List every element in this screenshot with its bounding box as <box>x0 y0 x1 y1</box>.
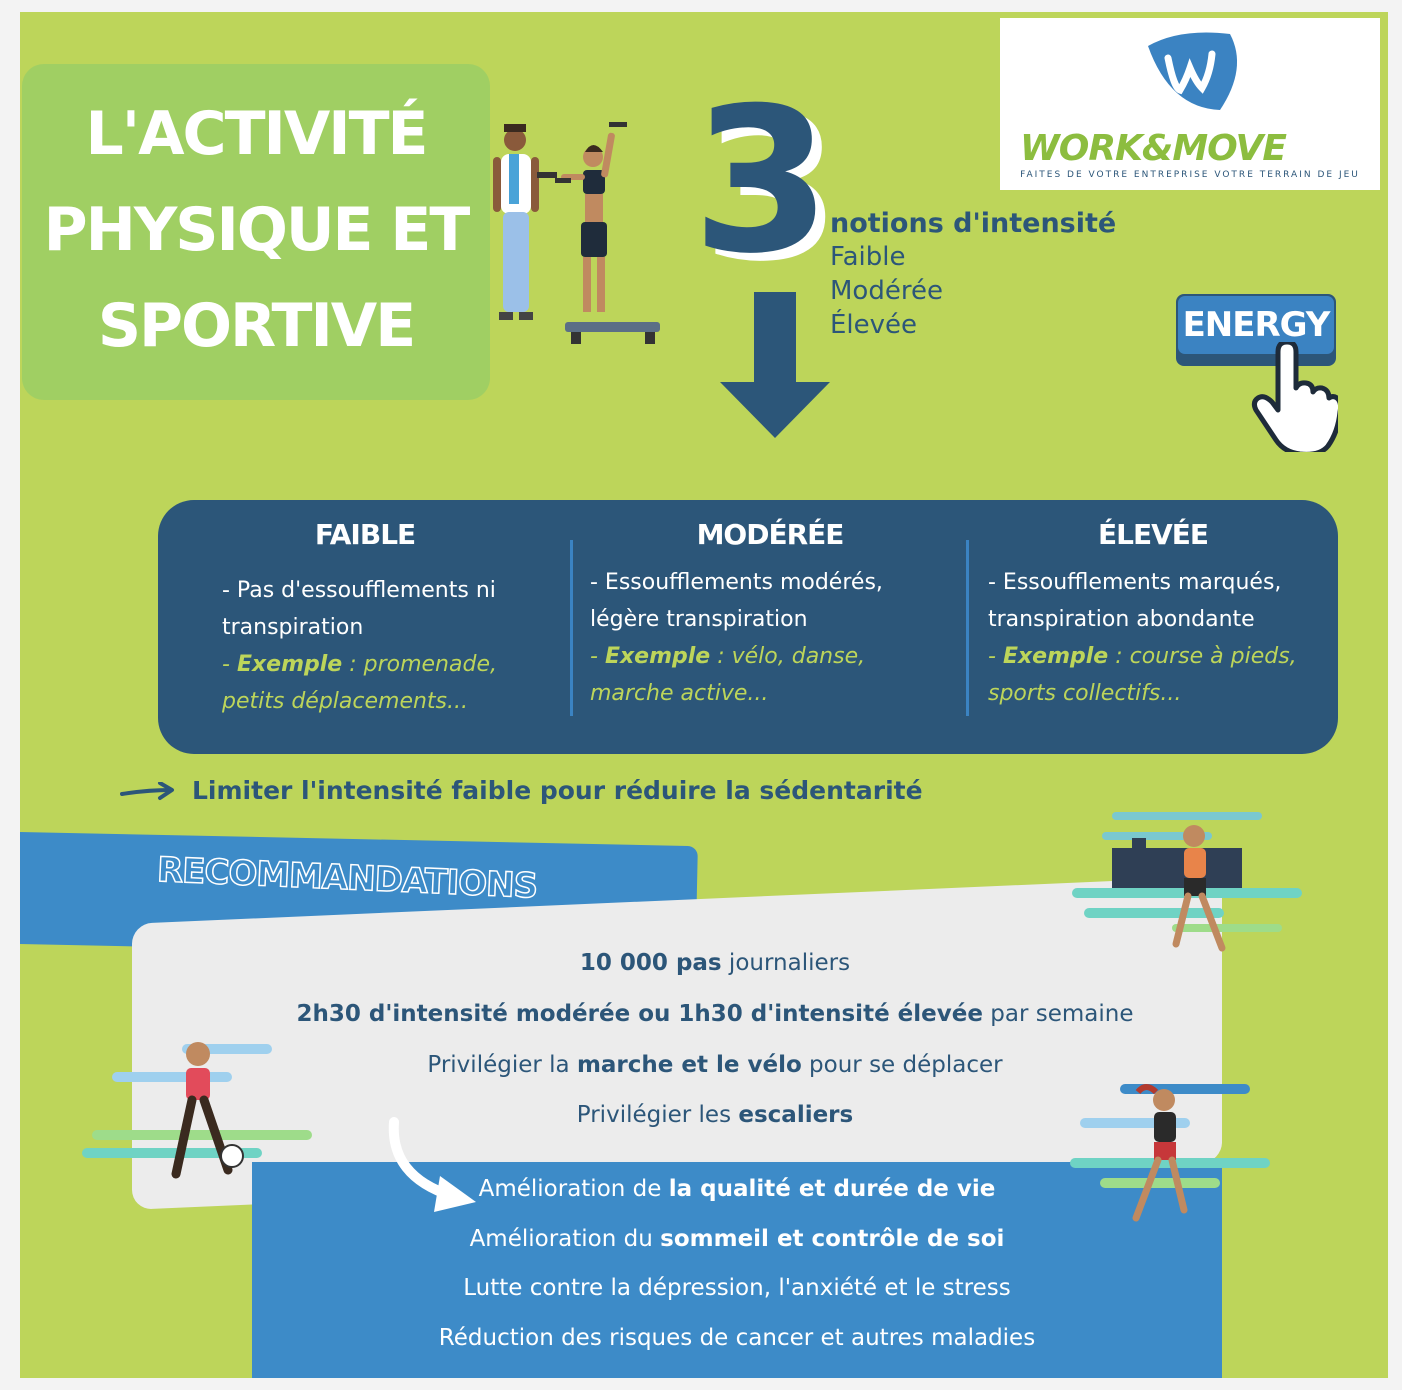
title-line-2: PHYSIQUE ET <box>43 195 471 265</box>
intensity-desc-low: - Pas d'essoufflements ni transpiration … <box>222 572 542 720</box>
benefit-pre: Amélioration de <box>478 1176 669 1202</box>
intensity-levels-panel: FAIBLE - Pas d'essoufflements ni transpi… <box>158 500 1338 754</box>
infographic-poster: L'ACTIVITÉ PHYSIQUE ET SPORTIVE 3 <box>20 12 1388 1378</box>
notions-block: notions d'intensité Faible Modérée Élevé… <box>830 208 1116 342</box>
intensity-column-low: FAIBLE - Pas d'essoufflements ni transpi… <box>158 500 572 754</box>
recommendation-item: 2h30 d'intensité modérée ou 1h30 d'inten… <box>140 1001 1290 1027</box>
energy-button-label: ENERGY <box>1178 296 1334 354</box>
recommendation-item: Privilégier les escaliers <box>140 1102 1290 1128</box>
recommendation-pre: Privilégier la <box>427 1052 577 1078</box>
intensity-column-moderate: MODÉRÉE - Essoufflements modérés, légère… <box>572 500 968 754</box>
recommendation-rest: journaliers <box>721 950 851 976</box>
recommendation-bold: escaliers <box>738 1102 854 1128</box>
recommendation-bold: 10 000 pas <box>579 950 722 976</box>
intensity-desc-moderate: - Essoufflements modérés, légère transpi… <box>590 564 920 712</box>
benefit-item: Lutte contre la dépression, l'anxiété et… <box>252 1275 1222 1301</box>
recommendation-item: Privilégier la marche et le vélo pour se… <box>140 1052 1290 1078</box>
recommendation-item: 10 000 pas journaliers <box>140 950 1290 976</box>
runner-city-illustration <box>1072 812 1302 952</box>
example-label-moderate: Exemple <box>604 644 711 669</box>
curved-arrow-icon <box>388 1117 476 1212</box>
arrow-right-icon <box>120 781 174 800</box>
logo-brand-text: WORK&MOVE <box>1020 128 1287 169</box>
athletes-illustration <box>493 122 660 344</box>
arrow-down-icon <box>720 292 830 438</box>
title-line-1: L'ACTIVITÉ <box>85 99 429 169</box>
energy-button[interactable]: ENERGY <box>1176 294 1336 366</box>
example-label-high: Exemple <box>1002 644 1109 669</box>
title-box: L'ACTIVITÉ PHYSIQUE ET SPORTIVE <box>22 64 490 400</box>
recommendation-rest: pour se déplacer <box>801 1052 1003 1078</box>
notions-title: notions d'intensité <box>830 208 1117 239</box>
title-line-3: SPORTIVE <box>97 291 416 361</box>
benefit-item: Amélioration de la qualité et durée de v… <box>252 1176 1222 1202</box>
example-text-low: : promenade, petits déplacements... <box>222 652 497 714</box>
intensity-example-high: - Exemple : course à pieds, sports colle… <box>988 644 1297 706</box>
intensity-desc-text-high: - Essoufflements marqués, transpiration … <box>988 570 1282 632</box>
benefit-item: Réduction des risques de cancer et autre… <box>252 1325 1222 1351</box>
logo-tagline: FAITES DE VOTRE ENTREPRISE VOTRE TERRAIN… <box>1020 170 1360 180</box>
intensity-column-high: ÉLEVÉE - Essoufflements marqués, transpi… <box>968 500 1338 754</box>
soccer-player-illustration <box>82 1042 312 1179</box>
column-divider <box>570 540 573 716</box>
big-number-three: 3 <box>692 65 832 298</box>
intensity-desc-text-low: - Pas d'essoufflements ni transpiration <box>222 578 496 640</box>
recommendation-bold: marche et le vélo <box>576 1052 802 1078</box>
column-divider <box>966 540 969 716</box>
work-and-move-logo: WORK&MOVE FAITES DE VOTRE ENTREPRISE VOT… <box>1000 18 1380 190</box>
notion-level-3: Élevée <box>830 310 918 340</box>
intensity-desc-text-moderate: - Essoufflements modérés, légère transpi… <box>590 570 883 632</box>
recommendation-pre: Privilégier les <box>576 1102 739 1128</box>
example-label-low: Exemple <box>236 652 343 677</box>
benefit-item: Amélioration du sommeil et contrôle de s… <box>252 1226 1222 1252</box>
notion-level-2: Modérée <box>830 276 943 306</box>
notion-level-1: Faible <box>830 242 906 272</box>
benefit-bold: sommeil et contrôle de soi <box>660 1226 1005 1252</box>
pointing-hand-icon <box>1251 342 1338 452</box>
limit-note: Limiter l'intensité faible pour réduire … <box>120 776 923 805</box>
benefit-pre: Lutte contre la dépression, l'anxiété et… <box>463 1275 1011 1301</box>
benefits-panel <box>252 1162 1222 1378</box>
intensity-desc-high: - Essoufflements marqués, transpiration … <box>988 564 1333 712</box>
example-text-moderate: : vélo, danse, marche active... <box>590 644 866 706</box>
woman-runner-illustration <box>1070 1084 1270 1222</box>
intensity-example-low: - Exemple : promenade, petits déplacemen… <box>222 652 497 714</box>
benefit-bold: la qualité et durée de vie <box>668 1176 996 1202</box>
intensity-example-moderate: - Exemple : vélo, danse, marche active..… <box>590 644 866 706</box>
logo-emblem-icon <box>1148 32 1238 110</box>
recommendation-bold: 2h30 d'intensité modérée ou 1h30 d'inten… <box>296 1001 983 1027</box>
benefit-pre: Amélioration du <box>469 1226 661 1252</box>
intensity-title-low: FAIBLE <box>314 518 416 551</box>
example-text-high: : course à pieds, sports collectifs... <box>988 644 1297 706</box>
intensity-title-high: ÉLEVÉE <box>1097 518 1209 551</box>
intensity-title-moderate: MODÉRÉE <box>696 518 845 551</box>
page-title: L'ACTIVITÉ PHYSIQUE ET SPORTIVE <box>22 86 490 374</box>
limit-note-text: Limiter l'intensité faible pour réduire … <box>192 776 923 805</box>
recommendation-rest: par semaine <box>982 1001 1134 1027</box>
benefit-pre: Réduction des risques de cancer et autre… <box>438 1325 1036 1351</box>
